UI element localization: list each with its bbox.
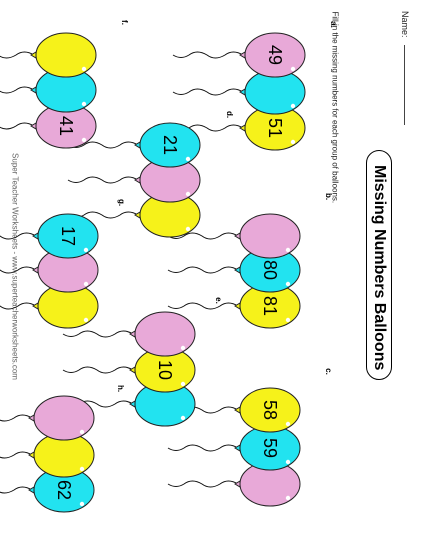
- balloon-string: [0, 122, 35, 130]
- balloon-shine: [81, 101, 87, 107]
- balloon-shine: [285, 421, 291, 427]
- balloon-shine: [185, 156, 191, 162]
- balloon-knot: [28, 451, 35, 459]
- balloon-shine: [79, 466, 85, 472]
- balloon-knot: [234, 266, 241, 274]
- balloon-shine: [79, 429, 85, 435]
- balloon-knot: [234, 444, 241, 452]
- balloon-number: 80: [260, 260, 280, 280]
- balloon-shine: [81, 137, 87, 143]
- balloon-number: 10: [155, 360, 175, 380]
- name-line[interactable]: [404, 45, 406, 125]
- balloon-knot: [134, 176, 141, 184]
- balloon-number: 21: [160, 135, 180, 155]
- balloon-shine: [290, 66, 296, 72]
- balloon-knot: [134, 141, 141, 149]
- balloon-number: 62: [54, 480, 74, 500]
- balloon-number: 58: [260, 400, 280, 420]
- balloon-string: [67, 176, 139, 184]
- balloon-shine: [290, 103, 296, 109]
- balloon-number: 49: [265, 45, 285, 65]
- balloon-knot: [28, 486, 35, 494]
- balloon-group-g: 17: [0, 213, 99, 329]
- balloon-string: [0, 486, 33, 494]
- balloon-knot: [32, 232, 39, 240]
- balloon-knot: [32, 302, 39, 310]
- balloon-shine: [180, 415, 186, 421]
- balloon-shine: [83, 281, 89, 287]
- balloon-string: [0, 451, 33, 459]
- balloon-group-h: 62: [0, 395, 95, 513]
- balloon-knot: [234, 232, 241, 240]
- balloon-number: 59: [260, 438, 280, 458]
- balloon-string: [0, 232, 37, 240]
- balloon-knot: [129, 366, 136, 374]
- balloon-string: [62, 330, 134, 338]
- balloon-number: 51: [265, 118, 285, 138]
- balloon-knot: [32, 266, 39, 274]
- balloon-group-e: 10: [62, 311, 196, 427]
- balloon-string: [0, 414, 33, 422]
- balloon-group-b: 81 80: [167, 213, 301, 329]
- balloon-group-a: 51 49: [172, 32, 306, 151]
- balloon: [35, 32, 97, 78]
- balloon-number: 17: [58, 226, 78, 246]
- balloon-string: [62, 366, 134, 374]
- balloon-knot: [30, 86, 37, 94]
- balloon-shine: [285, 459, 291, 465]
- balloon-number: 41: [56, 116, 76, 136]
- balloon-shine: [185, 191, 191, 197]
- balloon-shine: [180, 345, 186, 351]
- balloon-knot: [234, 302, 241, 310]
- balloon-group-d: 21: [67, 122, 201, 238]
- balloon-string: [167, 232, 239, 240]
- balloon-shine: [81, 66, 87, 72]
- balloon-string: [0, 51, 35, 59]
- balloon-string: [0, 86, 35, 94]
- balloon-group-c: 59 58: [167, 387, 301, 507]
- balloon-knot: [129, 400, 136, 408]
- balloon-shine: [79, 501, 85, 507]
- balloon-knot: [234, 406, 241, 414]
- balloon-knot: [239, 51, 246, 59]
- balloon-string: [167, 444, 239, 452]
- balloon-string: [172, 51, 244, 59]
- balloon-shine: [290, 139, 296, 145]
- balloon-knot: [239, 88, 246, 96]
- balloon-shine: [285, 247, 291, 253]
- balloon-string: [0, 302, 37, 310]
- balloon-knot: [30, 51, 37, 59]
- balloon-shine: [83, 317, 89, 323]
- balloon-number: 81: [260, 296, 280, 316]
- balloon-knot: [28, 414, 35, 422]
- balloon: [33, 395, 95, 441]
- balloon-string: [167, 302, 239, 310]
- balloon-shine: [285, 317, 291, 323]
- balloon-knot: [134, 211, 141, 219]
- balloon-shine: [83, 247, 89, 253]
- balloon-shine: [285, 281, 291, 287]
- balloon-shine: [180, 381, 186, 387]
- balloon-knot: [239, 124, 246, 132]
- balloon-string: [172, 88, 244, 96]
- balloon-knot: [30, 122, 37, 130]
- balloon: [134, 311, 196, 357]
- balloon-shine: [185, 226, 191, 232]
- balloon-group-f: 41: [0, 32, 97, 149]
- balloon-knot: [234, 480, 241, 488]
- balloon-string: [167, 266, 239, 274]
- balloon-string: [67, 141, 139, 149]
- balloon-string: [167, 480, 239, 488]
- balloon: [239, 213, 301, 259]
- balloon-shine: [285, 495, 291, 501]
- balloon-knot: [129, 330, 136, 338]
- balloon-string: [0, 266, 37, 274]
